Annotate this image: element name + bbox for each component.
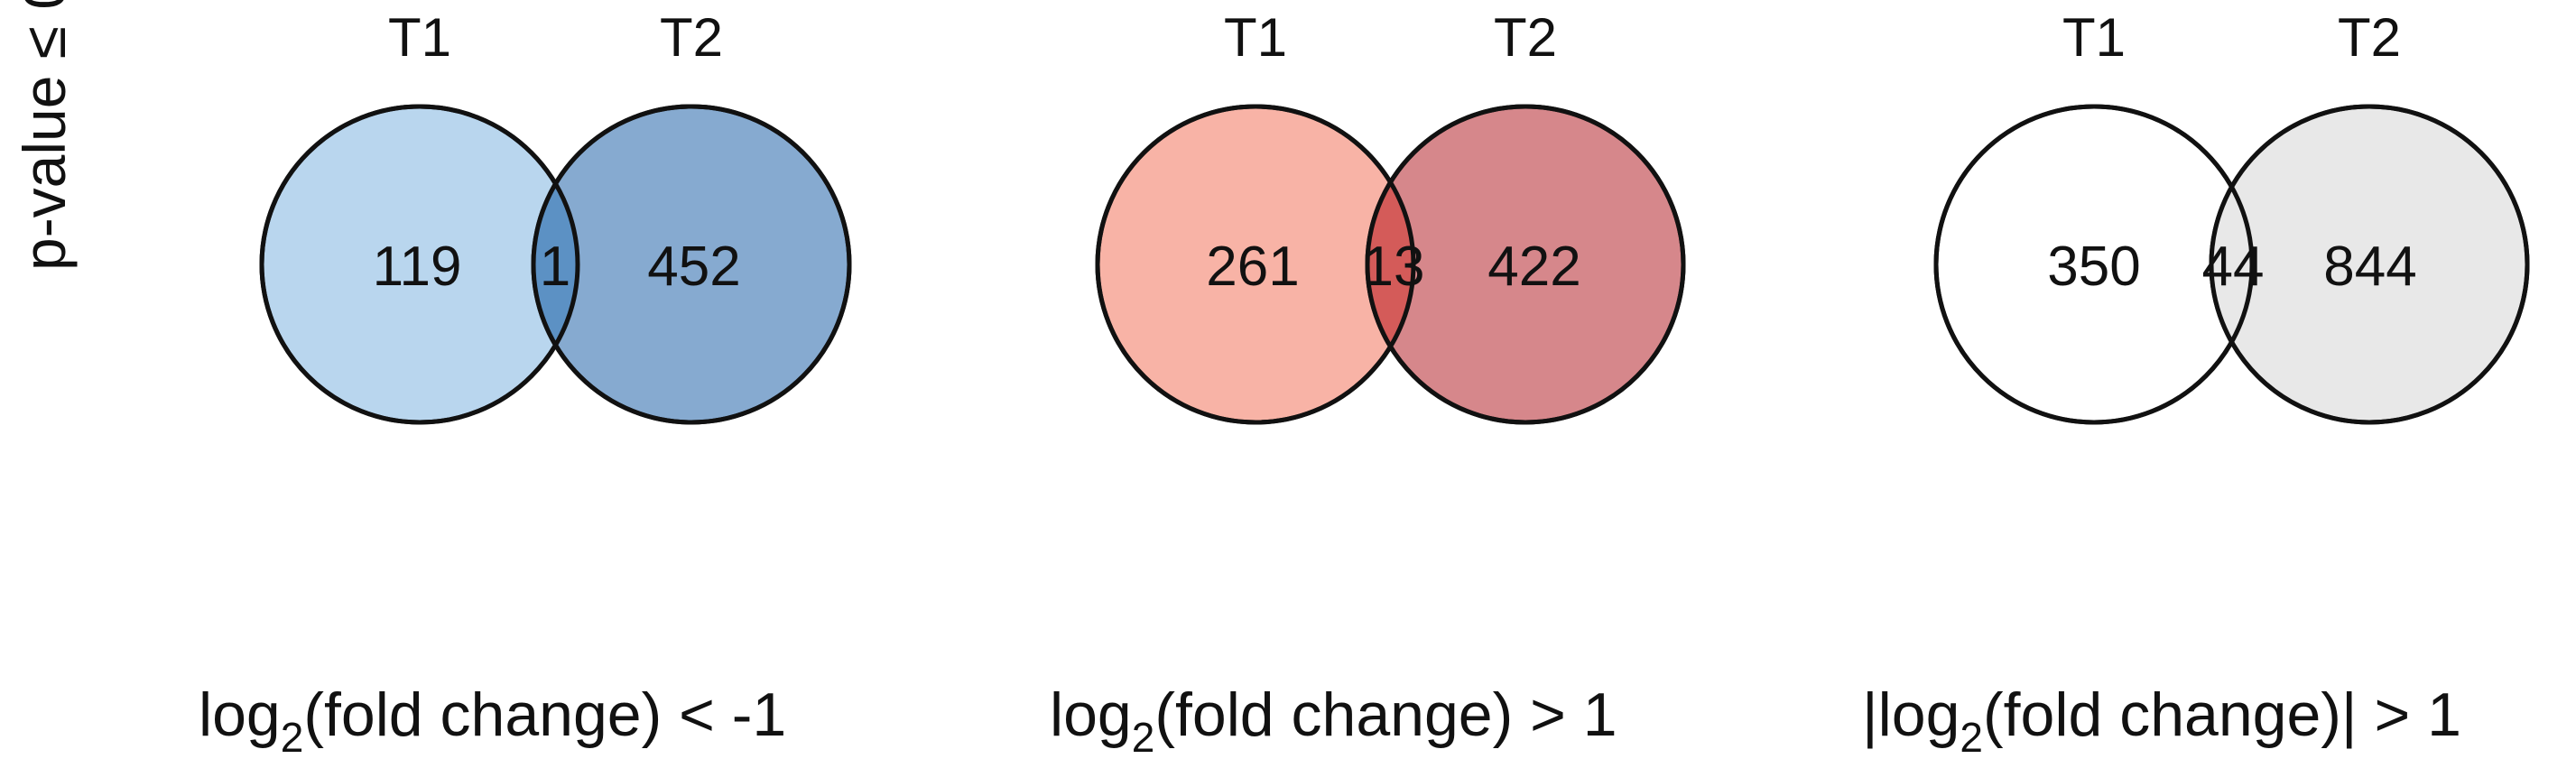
caption-subscript: 2 xyxy=(281,714,304,761)
set-label-t1: T1 xyxy=(2062,7,2126,68)
t2-outline xyxy=(2209,104,2530,425)
caption-prefix: log xyxy=(199,680,281,749)
set-label-t1: T1 xyxy=(388,7,451,68)
caption-suffix: (fold change) < -1 xyxy=(303,680,786,749)
set-label-t2: T2 xyxy=(2338,7,2401,68)
count-overlap: 13 xyxy=(1363,236,1425,298)
set-label-t2: T2 xyxy=(1494,7,1557,68)
caption-suffix: (fold change)| > 1 xyxy=(1983,680,2461,749)
panel-caption: log2(fold change) < -1 xyxy=(199,680,786,761)
venn-panel-2: T1 T2 261 13 422 log2(fold change) > 1 xyxy=(1050,7,1686,761)
set-label-t2: T2 xyxy=(660,7,723,68)
count-t2-only: 844 xyxy=(2323,236,2416,298)
venn-panel-1: T1 T2 119 1 452 log2(fold change) < -1 xyxy=(199,7,852,761)
t1-outline xyxy=(1095,104,1416,425)
caption-prefix: log xyxy=(1050,680,1132,749)
caption-suffix: (fold change) > 1 xyxy=(1154,680,1617,749)
set-label-t1: T1 xyxy=(1224,7,1287,68)
count-overlap: 44 xyxy=(2202,236,2265,298)
caption-subscript: 2 xyxy=(1132,714,1155,761)
overlap-region xyxy=(1367,182,1413,347)
t2-outline xyxy=(1365,104,1686,425)
count-t2-only: 422 xyxy=(1487,236,1580,298)
count-t2-only: 452 xyxy=(647,236,740,298)
overlap-region xyxy=(533,183,578,346)
t1-outline xyxy=(259,104,580,425)
caption-prefix: |log xyxy=(1862,680,1960,749)
count-t1-only: 261 xyxy=(1206,236,1299,298)
panel-caption: log2(fold change) > 1 xyxy=(1050,680,1617,761)
panel-caption: |log2(fold change)| > 1 xyxy=(1862,680,2461,761)
venn-panel-3: T1 T2 350 44 844 |log2(fold change)| > 1 xyxy=(1862,7,2530,761)
count-overlap: 1 xyxy=(540,236,570,298)
t2-outline xyxy=(531,104,852,425)
y-axis-label: p-value ≤ 0.05 xyxy=(11,0,78,271)
count-t1-only: 350 xyxy=(2047,236,2140,298)
t1-outline xyxy=(1933,104,2255,425)
caption-subscript: 2 xyxy=(1960,714,1983,761)
overlap-region xyxy=(2211,187,2253,342)
count-t1-only: 119 xyxy=(373,236,462,298)
